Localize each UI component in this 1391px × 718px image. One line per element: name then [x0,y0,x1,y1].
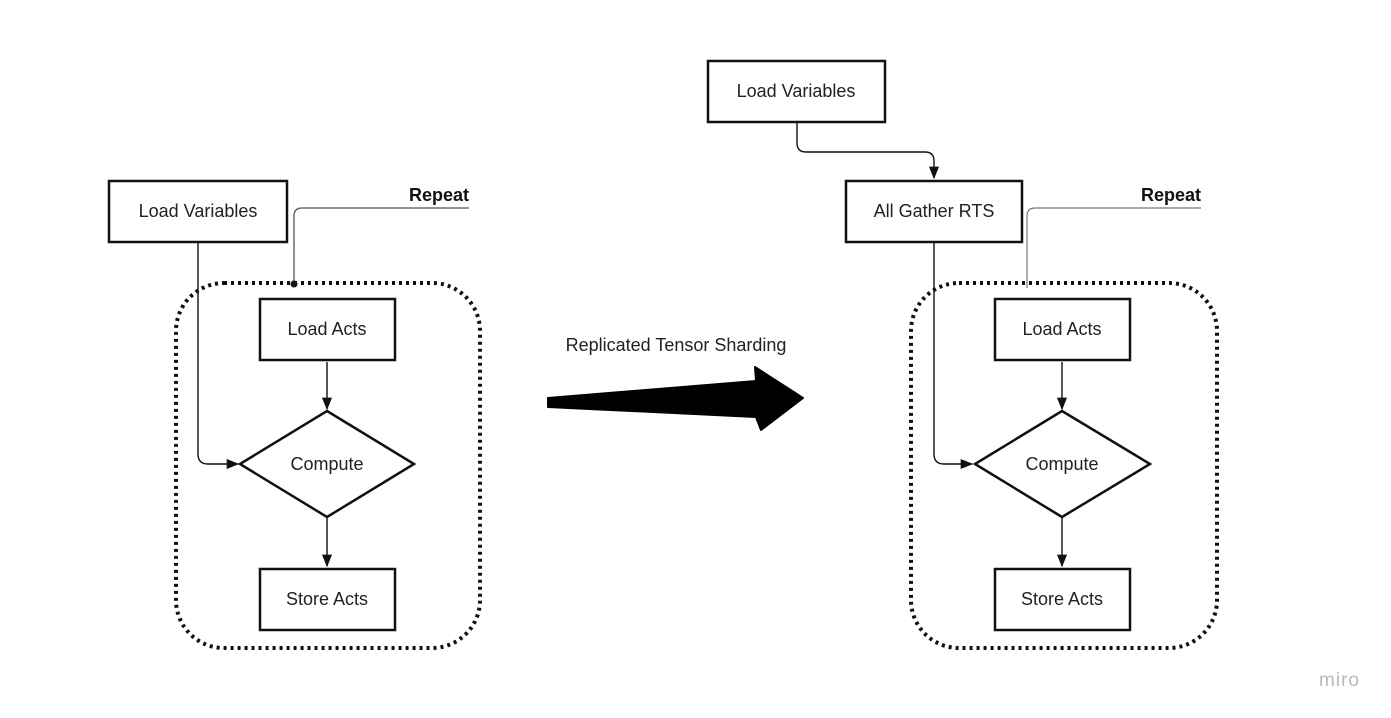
transition: Replicated Tensor Sharding [547,335,804,431]
left-compute-diamond [237,409,417,519]
right-store-acts-box [993,567,1132,632]
left-load-acts-box [258,297,397,362]
right-repeat-label: Repeat [1141,185,1201,205]
left-variables-to-compute-connector [197,242,240,470]
right-load-acts-label: Load Acts [1022,319,1101,339]
right-repeat-container [909,281,1219,650]
left-store-acts-label: Store Acts [286,589,368,609]
left-diagram: Repeat Load Variables Load Acts Compute … [107,179,482,650]
right-compute-diamond [972,409,1153,519]
right-diagram: Load Variables Repeat All Gather RTS Loa… [706,59,1219,650]
transition-arrow [547,366,804,431]
left-repeat-container [174,281,482,650]
left-repeat-label: Repeat [409,185,469,205]
left-load-acts-label: Load Acts [287,319,366,339]
left-compute-label: Compute [290,454,363,474]
right-load-variables-label: Load Variables [737,81,856,101]
right-compute-label: Compute [1025,454,1098,474]
right-gather-to-compute-connector [933,243,974,470]
left-store-acts-box [258,567,397,632]
right-load-acts-box [993,297,1132,362]
transition-label: Replicated Tensor Sharding [566,335,787,355]
right-load-variables-box [706,59,887,124]
left-load-variables-label: Load Variables [139,201,258,221]
right-store-acts-label: Store Acts [1021,589,1103,609]
right-all-gather-label: All Gather RTS [874,201,995,221]
right-all-gather-box [844,179,1024,244]
miro-watermark: miro [1319,670,1360,691]
right-repeat-callout-line [1026,207,1201,288]
left-repeat-callout-line [293,207,469,284]
left-repeat-callout-dot [290,280,298,288]
right-variables-to-gather-connector [796,123,940,180]
